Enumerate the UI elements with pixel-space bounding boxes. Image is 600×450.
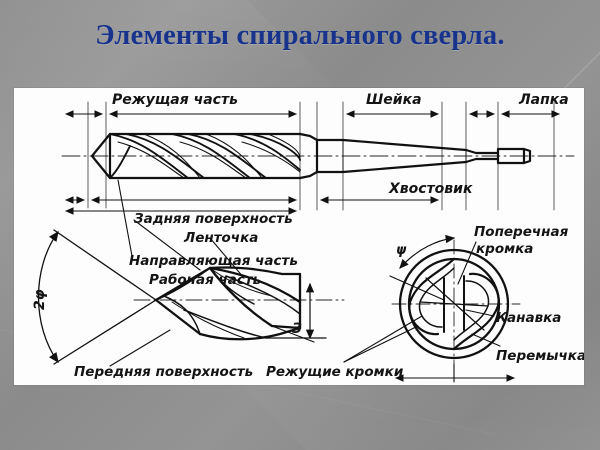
label-shank: Хвостовик <box>388 181 473 197</box>
label-front-surface: Передняя поверхность <box>74 364 253 380</box>
drill-diagram-figure: Режущая часть Направляющая часть Рабочая… <box>14 88 584 385</box>
label-working-part: Рабочая часть <box>149 272 261 288</box>
label-guiding-part: Направляющая часть <box>129 253 298 269</box>
label-chisel-edge-line-2: кромка <box>476 241 533 257</box>
label-chisel-edge-line-1: Поперечная <box>474 224 569 240</box>
label-flute: Канавка <box>496 310 561 326</box>
label-helix-angle: З <box>292 321 302 337</box>
diagram-tip-detail <box>37 219 345 367</box>
label-back-surface: Задняя поверхность <box>134 211 293 227</box>
diagram-labels: Режущая часть Направляющая часть Рабочая… <box>32 92 584 380</box>
label-cutting-edges: Режущие кромки <box>266 364 404 380</box>
diagram-side-view <box>61 101 575 257</box>
diagram-cross-section <box>343 234 521 383</box>
label-neck: Шейка <box>366 92 422 108</box>
slide-title: Элементы спирального сверла. <box>95 20 505 51</box>
label-tang: Лапка <box>518 92 569 108</box>
technical-drawing: Режущая часть Направляющая часть Рабочая… <box>32 92 584 383</box>
label-cutting-part: Режущая часть <box>112 92 238 108</box>
label-margin: Ленточка <box>183 230 258 246</box>
label-web: Перемычка <box>496 348 584 364</box>
label-rake-angle: ψ <box>396 243 407 258</box>
label-point-angle: 2φ <box>32 289 48 310</box>
